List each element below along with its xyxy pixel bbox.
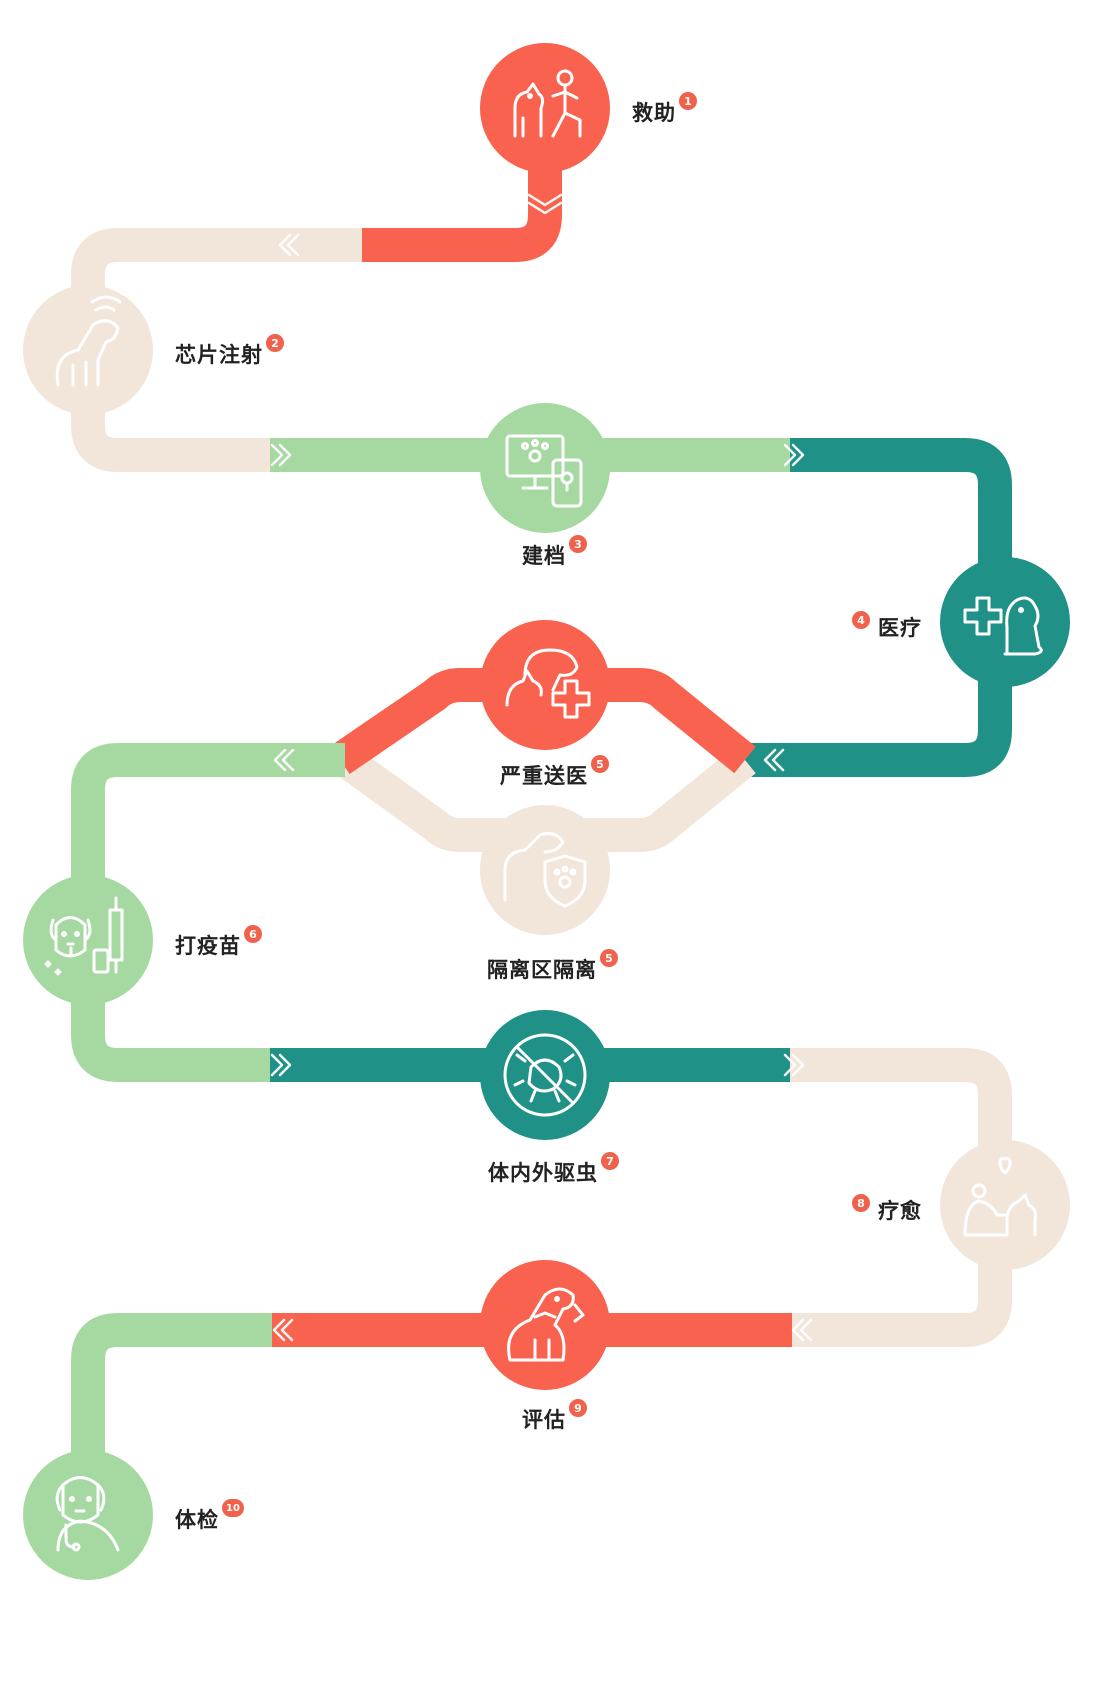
label-rescue: 救助 1 [632,92,697,126]
label-isolation: 隔离区隔离 5 [487,949,618,983]
step-number-badge: 7 [601,1152,619,1170]
label-deworm: 体内外驱虫 7 [488,1152,619,1186]
step-number-badge: 3 [569,535,587,553]
label-checkup: 体检 10 [175,1499,244,1533]
chevron-right-icon [783,443,805,467]
step-label: 隔离区隔离 [487,958,597,982]
step-label: 打疫苗 [175,934,241,958]
step-label: 体检 [175,1508,219,1532]
person-with-dog-icon [513,69,582,138]
chevron-left-icon [278,233,300,257]
medical-cross-dog-icon [963,596,1043,656]
step-number-badge: 10 [222,1499,244,1517]
person-hug-dog-icon [963,1157,1037,1237]
chevron-left-icon [272,1318,294,1342]
chevron-left-icon [791,1318,813,1342]
dog-cat-cross-icon [505,648,591,719]
step-number-badge: 9 [569,1399,587,1417]
step-label: 评估 [522,1408,566,1432]
path-rescue-down [360,160,562,262]
step-number-badge: 6 [244,925,262,943]
label-chip: 芯片注射 2 [175,334,284,368]
sitting-dog-icon [507,1287,585,1362]
node-assess [480,1260,610,1390]
label-assess: 评估 9 [522,1399,587,1433]
chevron-right-icon [270,1053,292,1077]
chevron-right-icon [270,443,292,467]
step-number-badge: 8 [852,1194,870,1212]
step-number-badge: 5 [600,949,618,967]
path-row5-green [71,1313,272,1470]
dog-stethoscope-icon [55,1476,120,1552]
step-number-badge: 1 [679,92,697,110]
label-medical: 4 医疗 [852,611,922,641]
dog-shield-icon [503,832,587,908]
label-severe: 严重送医 5 [500,755,609,789]
node-checkup [23,1450,153,1580]
chevron-left-icon [273,748,295,772]
step-label: 体内外驱虫 [488,1161,598,1185]
step-label: 严重送医 [500,764,588,788]
node-heal [940,1140,1070,1270]
chevron-down-icon [527,193,563,215]
step-label: 救助 [632,101,676,125]
step-label: 芯片注射 [175,343,263,367]
node-rescue [480,43,610,173]
chevron-left-icon [763,748,785,772]
step-label: 医疗 [878,616,922,640]
label-filing: 建档 3 [522,535,587,569]
node-chip [23,285,153,415]
label-heal: 8 疗愈 [852,1194,922,1224]
step-label: 疗愈 [878,1199,922,1223]
node-vaccine [23,875,153,1005]
node-severe [480,620,610,750]
monitor-phone-icon [505,434,583,508]
node-filing [480,403,610,533]
step-number-badge: 4 [852,611,870,629]
chevron-right-icon [783,1053,805,1077]
node-medical [940,557,1070,687]
step-number-badge: 5 [591,755,609,773]
label-vaccine: 打疫苗 6 [175,925,262,959]
no-parasite-icon [503,1033,587,1117]
dog-microchip-icon [55,295,122,387]
dog-syringe-icon [44,896,124,976]
step-label: 建档 [522,544,566,568]
step-number-badge: 2 [266,334,284,352]
